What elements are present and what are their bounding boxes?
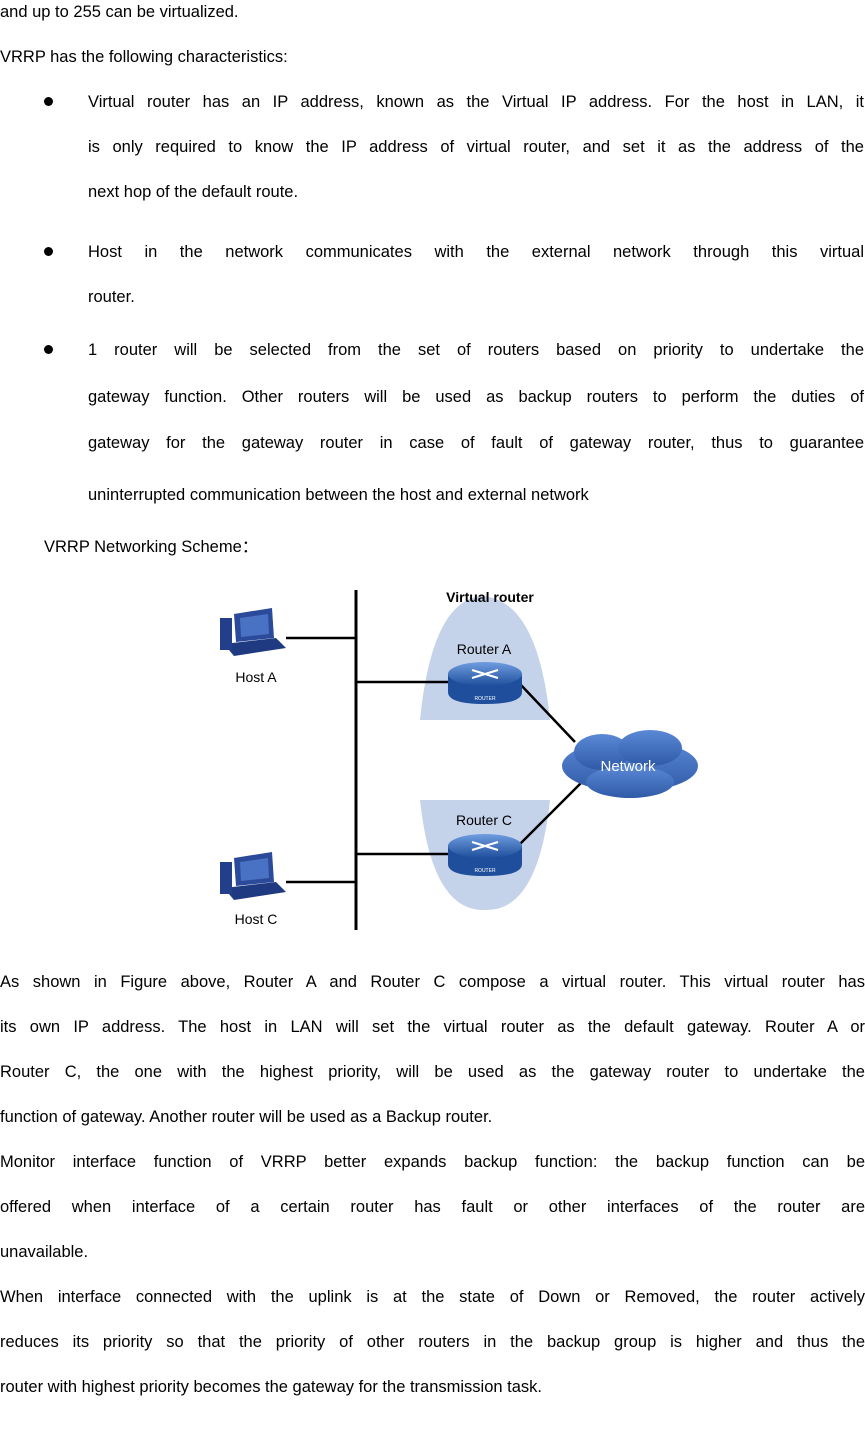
vrrp-network-diagram: Virtual router Router A ROUTER Router C … [220, 589, 698, 930]
para-1-line-1: As shown in Figure above, Router A and R… [0, 973, 865, 991]
bullet-3-line-2: gateway function. Other routers will be … [88, 388, 864, 406]
para-1-line-2: its own IP address. The host in LAN will… [0, 1018, 865, 1036]
router-c-label: Router C [456, 812, 512, 828]
router-a-badge: ROUTER [474, 696, 496, 702]
diagram-title: Virtual router [446, 589, 534, 605]
para-1-line-3: Router C, the one with the highest prior… [0, 1063, 865, 1081]
bullet-2-line-2: router. [88, 288, 135, 306]
router-c-icon: ROUTER [448, 834, 522, 876]
para-2-line-2: offered when interface of a certain rout… [0, 1198, 865, 1216]
bullet-3-line-1: 1 router will be selected from the set o… [88, 341, 864, 359]
para-1-line-4: function of gateway. Another router will… [0, 1108, 493, 1126]
para-3-line-1: When interface connected with the uplink… [0, 1288, 865, 1306]
network-cloud-icon [562, 730, 698, 798]
bullet-1-line-1: Virtual router has an IP address, known … [88, 93, 864, 111]
intro-tail-line: and up to 255 can be virtualized. [0, 3, 239, 21]
bullet-1-line-2: is only required to know the IP address … [88, 138, 864, 156]
para-3-line-2: reduces its priority so that the priorit… [0, 1333, 865, 1351]
router-c-network-link [519, 781, 583, 845]
router-a-icon: ROUTER [448, 662, 522, 704]
bullet-3-line-3: gateway for the gateway router in case o… [88, 434, 864, 452]
scheme-title: VRRP Networking Scheme： [44, 538, 259, 556]
para-2-line-3: unavailable. [0, 1243, 89, 1261]
para-2-line-1: Monitor interface function of VRRP bette… [0, 1153, 865, 1171]
router-c-badge: ROUTER [474, 868, 496, 874]
bullet-3-line-4: uninterrupted communication between the … [88, 486, 589, 504]
host-a-label: Host A [235, 669, 277, 685]
router-a-network-link [519, 683, 576, 743]
host-c-label: Host C [235, 911, 278, 927]
para-3-line-3: router with highest priority becomes the… [0, 1378, 542, 1396]
network-label: Network [600, 758, 656, 775]
characteristics-title: VRRP has the following characteristics: [0, 48, 288, 66]
bullet-2-marker [44, 247, 53, 256]
bullet-1-marker [44, 97, 53, 106]
bullet-3-marker [44, 345, 53, 354]
host-c-icon [220, 852, 286, 900]
bullet-2-line-1: Host in the network communicates with th… [88, 243, 864, 261]
router-a-label: Router A [457, 641, 512, 657]
host-a-icon [220, 608, 286, 656]
bullet-1-line-3: next hop of the default route. [88, 183, 299, 201]
